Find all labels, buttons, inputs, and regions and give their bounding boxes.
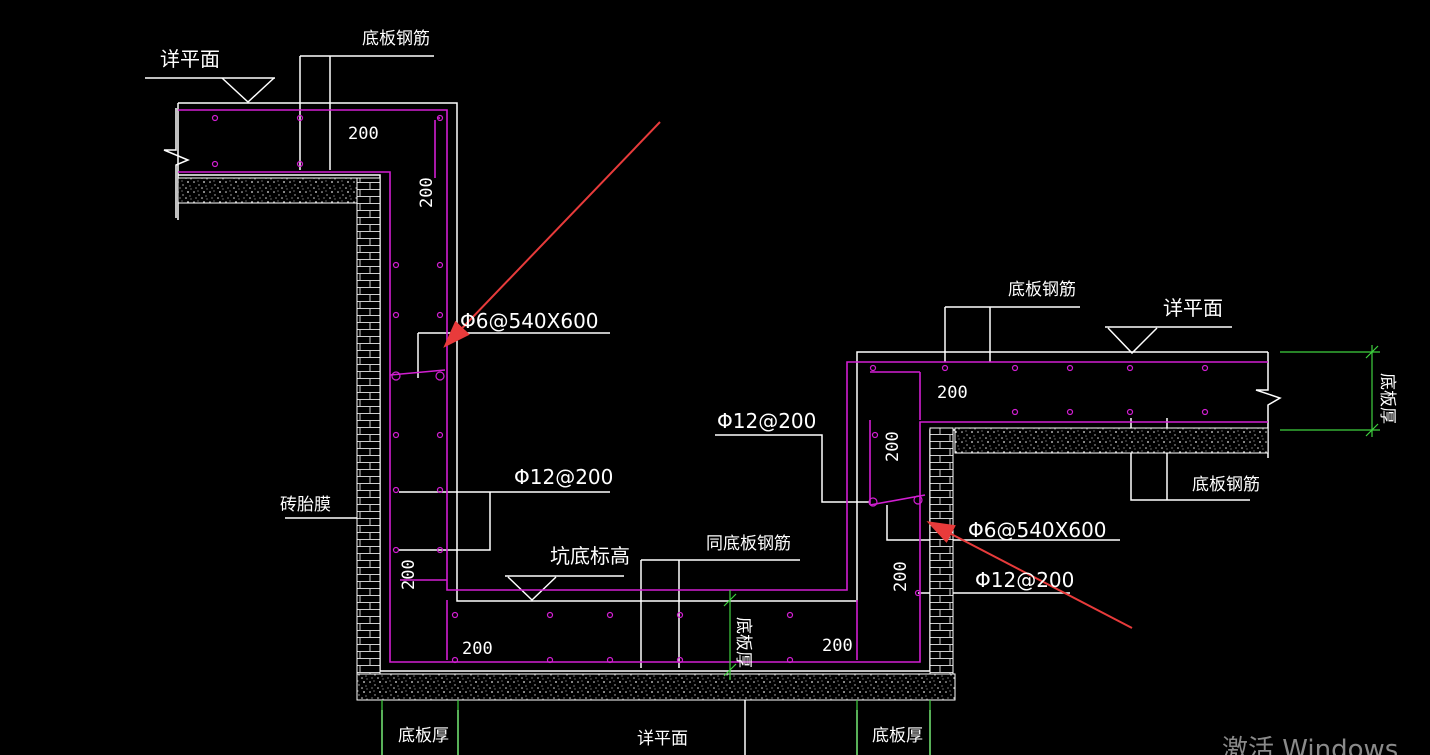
dimension-lines	[381, 345, 1380, 755]
label-right-bar-upper: Φ12@200	[717, 409, 816, 433]
cushion-left	[177, 177, 358, 204]
label-right-tie: Φ6@540X600	[968, 518, 1107, 542]
dim-200-bottom-right: 200	[822, 636, 853, 656]
label-slab-thickness-vertical-right: 底板厚	[1377, 373, 1397, 424]
label-same-slab-rebar: 同底板钢筋	[706, 534, 791, 554]
label-slab-thickness-bottom-right: 底板厚	[872, 726, 923, 746]
label-detail-plane-bottom: 详平面	[637, 729, 688, 749]
brick-wall-right	[929, 427, 954, 675]
label-right-bar-lower: Φ12@200	[975, 568, 1074, 592]
label-slab-rebar-top-left: 底板钢筋	[362, 29, 430, 49]
label-detail-plane-left: 详平面	[160, 47, 220, 71]
dim-200-left-vertical: 200	[417, 177, 437, 208]
dim-200-right-vertical: 200	[883, 431, 903, 462]
dim-200-left-bottom-vertical: 200	[399, 559, 419, 590]
label-detail-plane-right: 详平面	[1163, 296, 1223, 320]
brick-wall-left	[356, 177, 381, 675]
label-slab-thickness-vertical-mid: 底板厚	[733, 617, 753, 668]
windows-activation-watermark: 激活 Windows	[1222, 735, 1398, 755]
label-slab-thickness-bottom-left: 底板厚	[398, 726, 449, 746]
dim-200-top-right: 200	[937, 383, 968, 403]
rebar-dots	[211, 114, 1209, 664]
label-brick-formwork: 砖胎膜	[280, 495, 331, 515]
label-left-tie: Φ6@540X600	[460, 309, 599, 333]
cushion-bottom	[356, 673, 956, 701]
label-pit-bottom-elevation: 坑底标高	[550, 544, 630, 568]
label-slab-rebar-right-lower: 底板钢筋	[1192, 475, 1260, 495]
dim-200-right-bottom-vertical: 200	[891, 561, 911, 592]
label-slab-rebar-top-right: 底板钢筋	[1008, 280, 1076, 300]
annotation-arrow-left	[443, 121, 661, 348]
rebar-lines	[178, 109, 1268, 663]
structure-outline	[145, 55, 1282, 755]
dim-200-bottom-left: 200	[462, 639, 493, 659]
label-left-bar: Φ12@200	[514, 465, 613, 489]
annotation-arrow-right	[926, 521, 1133, 629]
cushion-right	[954, 427, 1269, 454]
dim-200-top-left: 200	[348, 124, 379, 144]
